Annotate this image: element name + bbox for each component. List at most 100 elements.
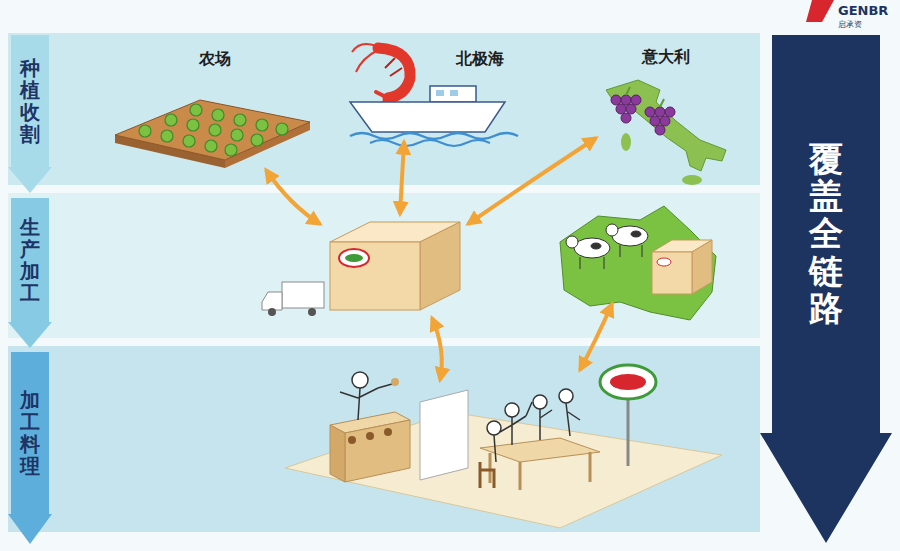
restaurant-scene-part <box>340 372 580 462</box>
stage-name: 加工料理 <box>20 389 40 477</box>
arrow-polygon <box>8 198 52 348</box>
australia-ranch-part-part <box>566 236 578 248</box>
australia-ranch-part <box>652 252 692 294</box>
stage-bands-part <box>8 193 760 338</box>
factory-and-truck-part <box>282 282 324 308</box>
factory-and-truck <box>262 222 460 316</box>
italy-map-part-part <box>660 116 670 126</box>
arrow-polygon <box>8 352 52 544</box>
restaurant-scene-part <box>330 425 345 482</box>
farm-field-part-part <box>183 135 195 147</box>
restaurant-scene-part <box>345 420 410 482</box>
restaurant-scene-part <box>366 432 374 440</box>
italy-map-part-part <box>665 107 675 117</box>
farm-field-part-part <box>161 130 173 142</box>
australia-ranch-part-part <box>631 231 641 237</box>
restaurant-scene-part-part <box>505 403 519 417</box>
australia-ranch-part <box>560 206 716 320</box>
farm-field-part-part <box>276 123 288 135</box>
logo-text: GENBR <box>838 3 888 18</box>
restaurant-scene-part-part <box>566 403 580 436</box>
stage-bands-part <box>8 346 760 532</box>
australia-ranch-part <box>692 240 712 294</box>
italy-map-part-part <box>655 125 665 135</box>
shrimp-and-boat-part <box>370 140 490 146</box>
australia-ranch-part-part <box>574 238 610 258</box>
italy-map <box>606 80 726 185</box>
place-name: 农场 <box>150 49 280 70</box>
farm-field-part-part <box>139 125 151 137</box>
stage-bands-part <box>8 33 760 185</box>
italy-map-part-part <box>650 116 660 126</box>
restaurant-scene-part <box>285 412 722 528</box>
restaurant-scene-part-part <box>540 409 552 440</box>
australia-ranch-part <box>566 224 648 269</box>
restaurant-scene-part <box>420 390 468 480</box>
shrimp-and-boat-part <box>350 133 518 139</box>
farm-field-part-part <box>231 129 243 141</box>
shrimp-and-boat-part <box>436 90 444 96</box>
place-name: 意大利 <box>606 47 726 68</box>
stage-name: 覆盖全链路 <box>809 141 843 328</box>
factory-and-truck-part <box>262 292 282 310</box>
restaurant-scene-part <box>384 428 392 436</box>
restaurant-scene-part-part <box>352 372 368 388</box>
shrimp-and-boat-part <box>378 48 410 98</box>
australia-ranch <box>560 206 716 320</box>
restaurant-scene-part <box>480 438 600 462</box>
place-name: 北极海 <box>420 49 540 70</box>
stage-arrow: 种植收割 <box>8 35 52 193</box>
flow-arrows-part <box>468 138 596 224</box>
factory-and-truck-part <box>330 242 420 310</box>
factory-and-truck-part <box>420 222 460 310</box>
italy-map-part <box>606 80 726 171</box>
restaurant-scene-part <box>610 374 646 390</box>
shrimp-and-boat-part <box>352 44 378 72</box>
flow-arrows-part <box>400 142 404 214</box>
farm-field-part-part <box>251 134 263 146</box>
australia-ranch-part-part <box>591 243 601 249</box>
farm-field-part-part <box>212 109 224 121</box>
factory-and-truck-part <box>339 249 369 267</box>
flow-arrows-part <box>432 318 442 380</box>
shrimp-and-boat-part <box>450 90 458 96</box>
farm-field <box>115 100 310 168</box>
italy-map-part-part <box>616 104 626 114</box>
flow-arrows-part <box>580 304 612 370</box>
italy-map-part-part <box>631 95 641 105</box>
italy-map-part-part <box>621 95 631 105</box>
place-label: 北极海 <box>420 44 540 74</box>
australia-ranch-part-part <box>606 224 618 236</box>
flow-arrows-part <box>266 170 320 224</box>
restaurant-scene-part-part <box>340 388 378 420</box>
italy-map-part-part <box>655 107 665 117</box>
restaurant-scene-part-part <box>559 389 573 403</box>
restaurant-scene-part-part <box>487 421 501 435</box>
factory-and-truck-part <box>308 308 316 316</box>
restaurant-scene-part <box>480 462 494 488</box>
australia-ranch-part <box>657 258 671 266</box>
italy-map-part <box>611 95 675 135</box>
factory-and-truck-part <box>268 308 276 316</box>
farm-field-part-part <box>165 114 177 126</box>
shrimp-and-boat-part <box>385 58 402 76</box>
restaurant-scene <box>285 365 722 528</box>
farm-field-part <box>139 104 288 156</box>
italy-map-part <box>626 87 664 107</box>
place-label: 农场 <box>150 44 280 74</box>
restaurant-scene-part-part <box>494 435 496 462</box>
italy-map-part-part <box>621 113 631 123</box>
logo-text: 启承资 <box>838 19 862 30</box>
restaurant-scene-part <box>348 436 356 444</box>
italy-map-part <box>621 133 631 151</box>
italy-map-part-part <box>626 104 636 114</box>
logo-mark <box>806 0 834 22</box>
stage-arrow: 生产加工 <box>8 198 52 348</box>
stage-arrow: 加工料理 <box>8 352 52 544</box>
italy-map-part-part <box>611 95 621 105</box>
shrimp-and-boat-part <box>430 86 476 102</box>
farm-field-part-part <box>190 104 202 116</box>
shrimp-and-boat-part <box>350 102 505 132</box>
australia-ranch-part-part <box>620 245 642 257</box>
